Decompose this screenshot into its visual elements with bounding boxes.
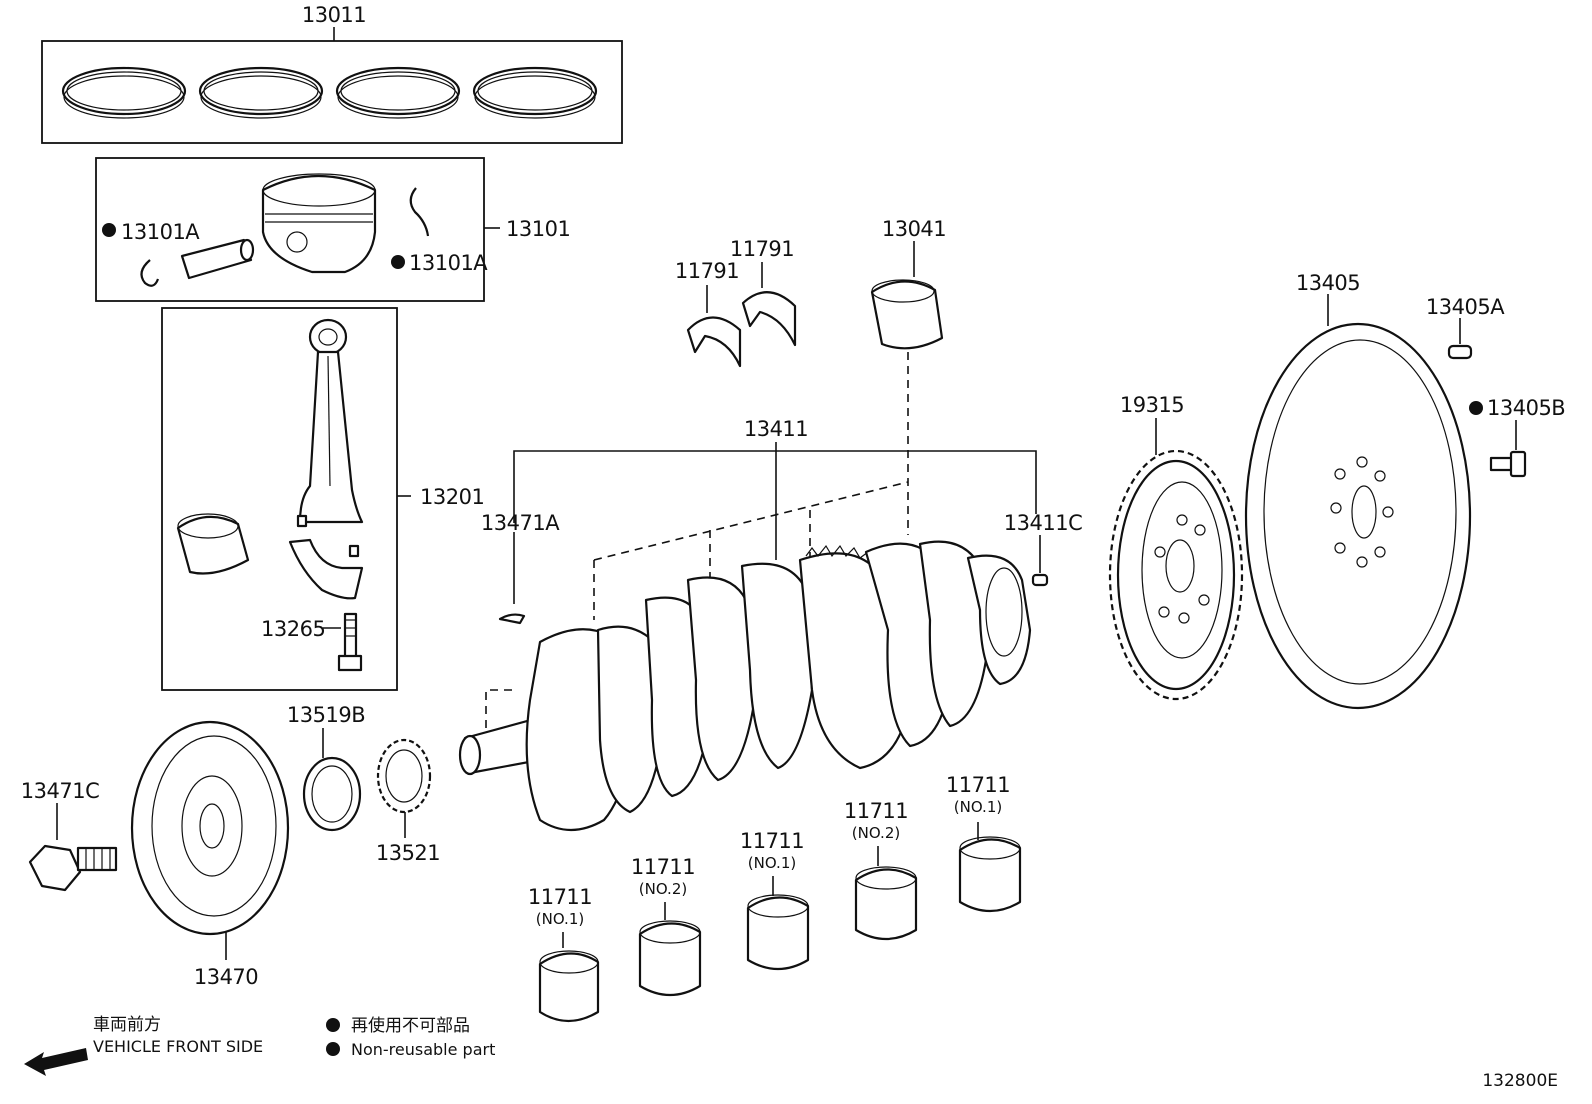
nonreusable-mark <box>391 255 405 269</box>
figure-number: 132800E <box>1482 1071 1558 1091</box>
main-bearing-5 <box>958 822 1022 912</box>
crankshaft <box>458 481 1032 831</box>
crankshaft-pin <box>1031 573 1049 587</box>
label-11791-right: 11791 <box>730 237 794 261</box>
thrust-washer-1 <box>686 316 742 368</box>
label-13519b: 13519B <box>287 703 365 727</box>
woodruff-key <box>498 613 526 625</box>
legend: 車両前方 VEHICLE FRONT SIDE 再使用不可部品 Non-reus… <box>24 1015 495 1076</box>
label-11711-1: 11711 <box>528 885 592 909</box>
nonreusable-bullet-icon <box>326 1018 340 1032</box>
label-11711-1-sub: (NO.1) <box>536 910 584 928</box>
flywheel-pin <box>1447 318 1473 360</box>
label-11791-left: 11791 <box>675 259 739 283</box>
piston-group <box>95 157 500 302</box>
label-19315: 19315 <box>1120 393 1184 417</box>
label-13405: 13405 <box>1296 271 1360 295</box>
label-13411c: 13411C <box>1004 511 1082 535</box>
connecting-rod-bearing <box>176 513 250 575</box>
ring-set-box <box>41 40 623 144</box>
piston-pin-clip-left <box>140 259 160 287</box>
connecting-rod <box>298 318 364 524</box>
connecting-rod-bolt <box>337 612 363 672</box>
label-13041: 13041 <box>882 217 946 241</box>
label-13101: 13101 <box>506 217 570 241</box>
crankshaft-pulley <box>130 720 290 960</box>
label-13470: 13470 <box>194 965 258 989</box>
label-11711-3-sub: (NO.1) <box>748 854 796 872</box>
crankshaft-timing-sprocket <box>376 738 432 838</box>
label-13471a: 13471A <box>481 511 560 535</box>
label-13265: 13265 <box>261 617 325 641</box>
dowel-pin <box>296 514 308 528</box>
piston-ring-1 <box>61 66 187 119</box>
label-13471c: 13471C <box>21 779 99 803</box>
crankshaft-signal-plate <box>1108 418 1244 701</box>
label-11711-4: 11711 <box>844 799 908 823</box>
nonreusable-bullet-icon <box>326 1042 340 1056</box>
legend-front-en: VEHICLE FRONT SIDE <box>93 1037 263 1056</box>
oil-pump-drive-gear <box>302 728 362 832</box>
legend-nonreuse-jp: 再使用不可部品 <box>351 1015 470 1036</box>
thrust-washers <box>686 262 797 368</box>
piston-box <box>95 157 485 302</box>
label-13101a-left: 13101A <box>121 220 200 244</box>
label-13101a-right: 13101A <box>409 251 488 275</box>
connecting-rod-box <box>161 307 398 691</box>
crankshaft-pulley-bolt <box>28 803 118 892</box>
piston-pin-clip-right <box>409 187 430 237</box>
label-11711-3: 11711 <box>740 829 804 853</box>
nonreusable-mark <box>102 223 116 237</box>
legend-front-jp: 車両前方 <box>93 1015 161 1035</box>
label-11711-2-sub: (NO.2) <box>639 880 687 898</box>
flywheel <box>1244 294 1472 710</box>
main-bearing-3 <box>746 876 810 970</box>
piston <box>261 173 377 274</box>
label-13405a: 13405A <box>1426 295 1505 319</box>
main-bearing-1 <box>538 932 600 1022</box>
crankshaft-bearing-13041 <box>870 241 944 535</box>
crankshaft-bracket <box>513 442 1041 604</box>
label-13411: 13411 <box>744 417 808 441</box>
label-13201: 13201 <box>420 485 484 509</box>
flywheel-bolt <box>1469 401 1527 478</box>
label-11711-5: 11711 <box>946 773 1010 797</box>
piston-ring-4 <box>472 66 598 119</box>
nonreusable-mark <box>1469 401 1483 415</box>
piston-ring-3 <box>335 66 461 119</box>
piston-pin <box>180 238 255 280</box>
legend-nonreuse-en: Non-reusable part <box>351 1040 495 1059</box>
label-11711-4-sub: (NO.2) <box>852 824 900 842</box>
label-11711-5-sub: (NO.1) <box>954 798 1002 816</box>
label-13521: 13521 <box>376 841 440 865</box>
piston-ring-set <box>41 27 623 144</box>
connecting-rod-group <box>161 307 411 691</box>
front-arrow-icon <box>24 1048 88 1076</box>
dowel-pin <box>348 544 360 558</box>
connecting-rod-cap <box>288 538 364 600</box>
label-13011: 13011 <box>302 3 366 27</box>
main-bearing-2 <box>638 902 702 996</box>
label-13405b: 13405B <box>1487 396 1565 420</box>
thrust-washer-2 <box>741 291 797 347</box>
label-11711-2: 11711 <box>631 855 695 879</box>
piston-ring-2 <box>198 66 324 119</box>
main-bearing-4 <box>854 846 918 940</box>
